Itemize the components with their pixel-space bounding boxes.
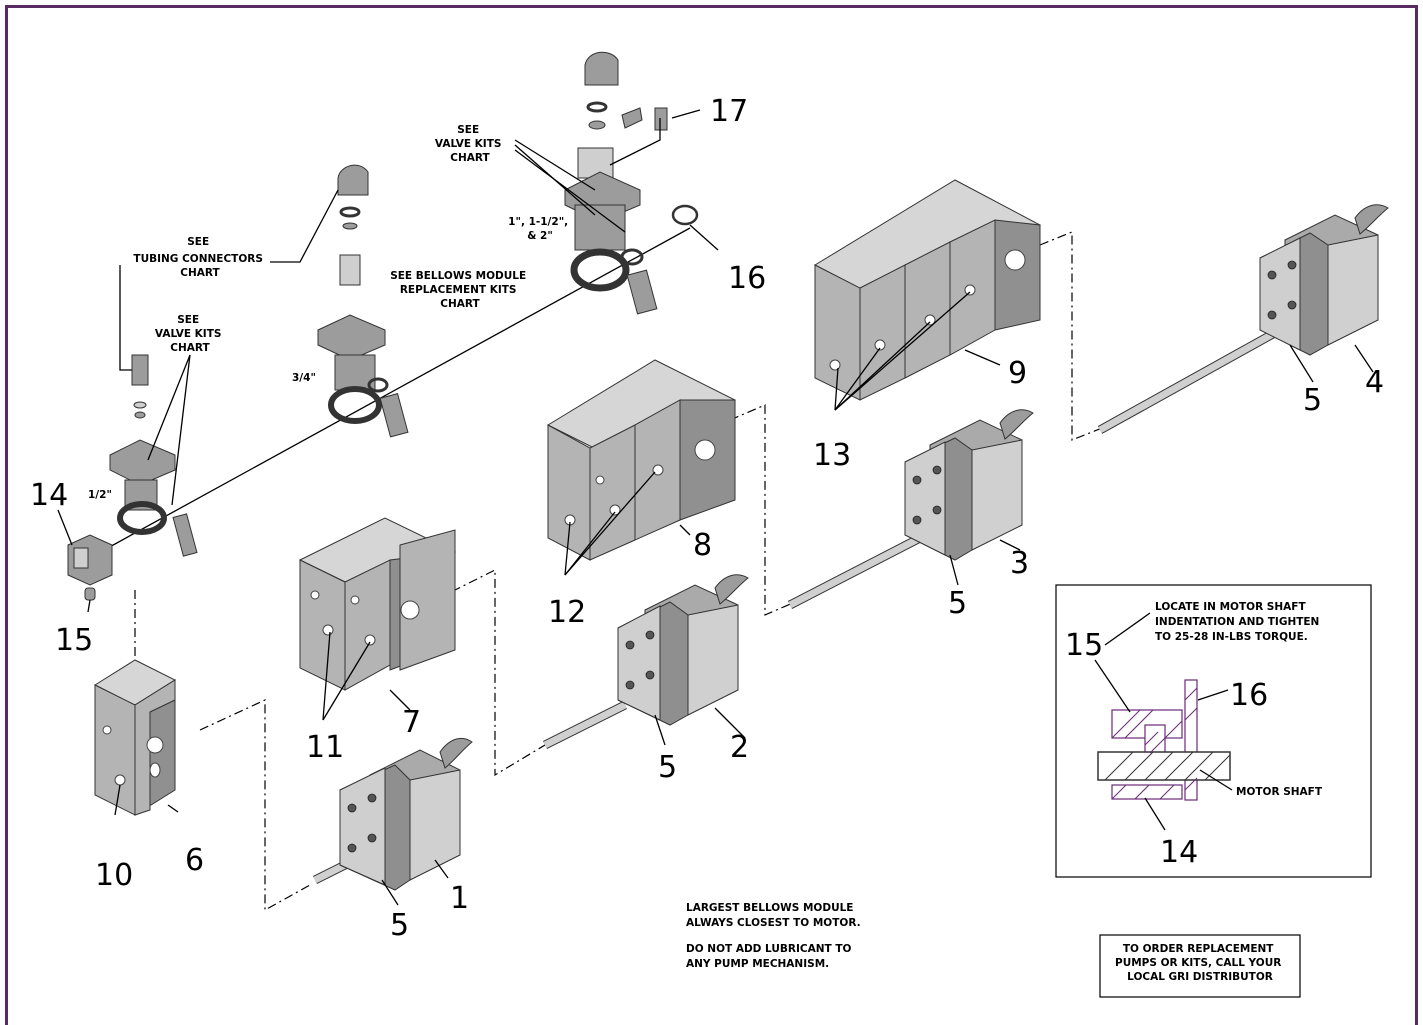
bellows-frame-7 [298, 517, 457, 691]
valve-assembly-large [564, 51, 699, 315]
annotation-notes: SEE VALVE KITS CHART 1", 1-1/2", & 2" SE… [88, 124, 861, 970]
coupling-axis-line [94, 227, 691, 556]
pump-motor-1 [312, 737, 473, 891]
pump-motor-3 [787, 409, 1034, 610]
pump-motor-4 [1097, 204, 1389, 434]
coupler-detail-inset: LOCATE IN MOTOR SHAFT INDENTATION AND TI… [1055, 584, 1372, 878]
callout-16: 16 [728, 261, 766, 296]
note-size-3-4: 3/4" [292, 372, 316, 384]
inset-note-locate: LOCATE IN MOTOR SHAFT INDENTATION AND TI… [1155, 601, 1323, 643]
callout-6: 6 [185, 843, 204, 878]
bellows-frame-6 [93, 659, 177, 816]
note-see-valve-kits-left: SEE VALVE KITS CHART [155, 314, 225, 354]
note-size-1-2: 1/2" [88, 489, 112, 501]
callout-3: 3 [1010, 546, 1029, 581]
callout-8: 8 [693, 528, 712, 563]
inset-callout-16: 16 [1230, 678, 1268, 713]
valve-assembly-medium [317, 164, 409, 438]
callout-12: 12 [548, 595, 586, 630]
retaining-ring [671, 204, 699, 226]
order-info-box: TO ORDER REPLACEMENT PUMPS OR KITS, CALL… [1099, 934, 1301, 998]
inset-callout-15: 15 [1065, 628, 1103, 663]
callout-numbers: 1 2 3 4 5 5 5 5 6 7 8 9 10 11 12 13 14 1… [30, 94, 1384, 943]
callout-5: 5 [1303, 383, 1322, 418]
assembly-lines [134, 231, 1103, 912]
callout-5: 5 [390, 908, 409, 943]
order-info-text: TO ORDER REPLACEMENT PUMPS OR KITS, CALL… [1115, 943, 1285, 983]
pump-motor-2 [542, 574, 749, 750]
note-see-valve-kits-top: SEE VALVE KITS CHART [435, 124, 505, 164]
note-large-sizes: 1", 1-1/2", & 2" [508, 216, 572, 242]
callout-4: 4 [1365, 365, 1384, 400]
callout-5: 5 [948, 586, 967, 621]
set-screw [84, 587, 96, 601]
inset-note-motor-shaft: MOTOR SHAFT [1236, 786, 1323, 798]
inset-callout-14: 14 [1160, 835, 1198, 870]
callout-15: 15 [55, 623, 93, 658]
callout-11: 11 [306, 730, 344, 765]
bellows-frame-8 [546, 359, 737, 561]
callout-2: 2 [730, 730, 749, 765]
callout-17: 17 [710, 94, 748, 129]
callout-10: 10 [95, 858, 133, 893]
mounting-hole [114, 774, 126, 786]
screw-17 [654, 107, 668, 131]
callout-7: 7 [402, 705, 421, 740]
drawing-border [5, 5, 1418, 1025]
callout-5: 5 [658, 750, 677, 785]
callout-14: 14 [30, 478, 68, 513]
valve-assembly-small [109, 354, 198, 557]
callout-9: 9 [1008, 356, 1027, 391]
coupler-cross-section [1097, 679, 1231, 801]
callout-1: 1 [450, 881, 469, 916]
note-largest-bellows: LARGEST BELLOWS MODULE ALWAYS CLOSEST TO… [686, 902, 861, 929]
note-bellows-module: SEE BELLOWS MODULE REPLACEMENT KITS CHAR… [390, 270, 530, 310]
note-no-lubricant: DO NOT ADD LUBRICANT TO ANY PUMP MECHANI… [686, 943, 855, 970]
leader-lines [57, 109, 1374, 906]
note-tubing-connectors: SEE TUBING CONNECTORS CHART [133, 236, 266, 279]
callout-13: 13 [813, 438, 851, 473]
bellows-frame-9 [813, 179, 1042, 401]
shaft-coupler [67, 534, 113, 601]
